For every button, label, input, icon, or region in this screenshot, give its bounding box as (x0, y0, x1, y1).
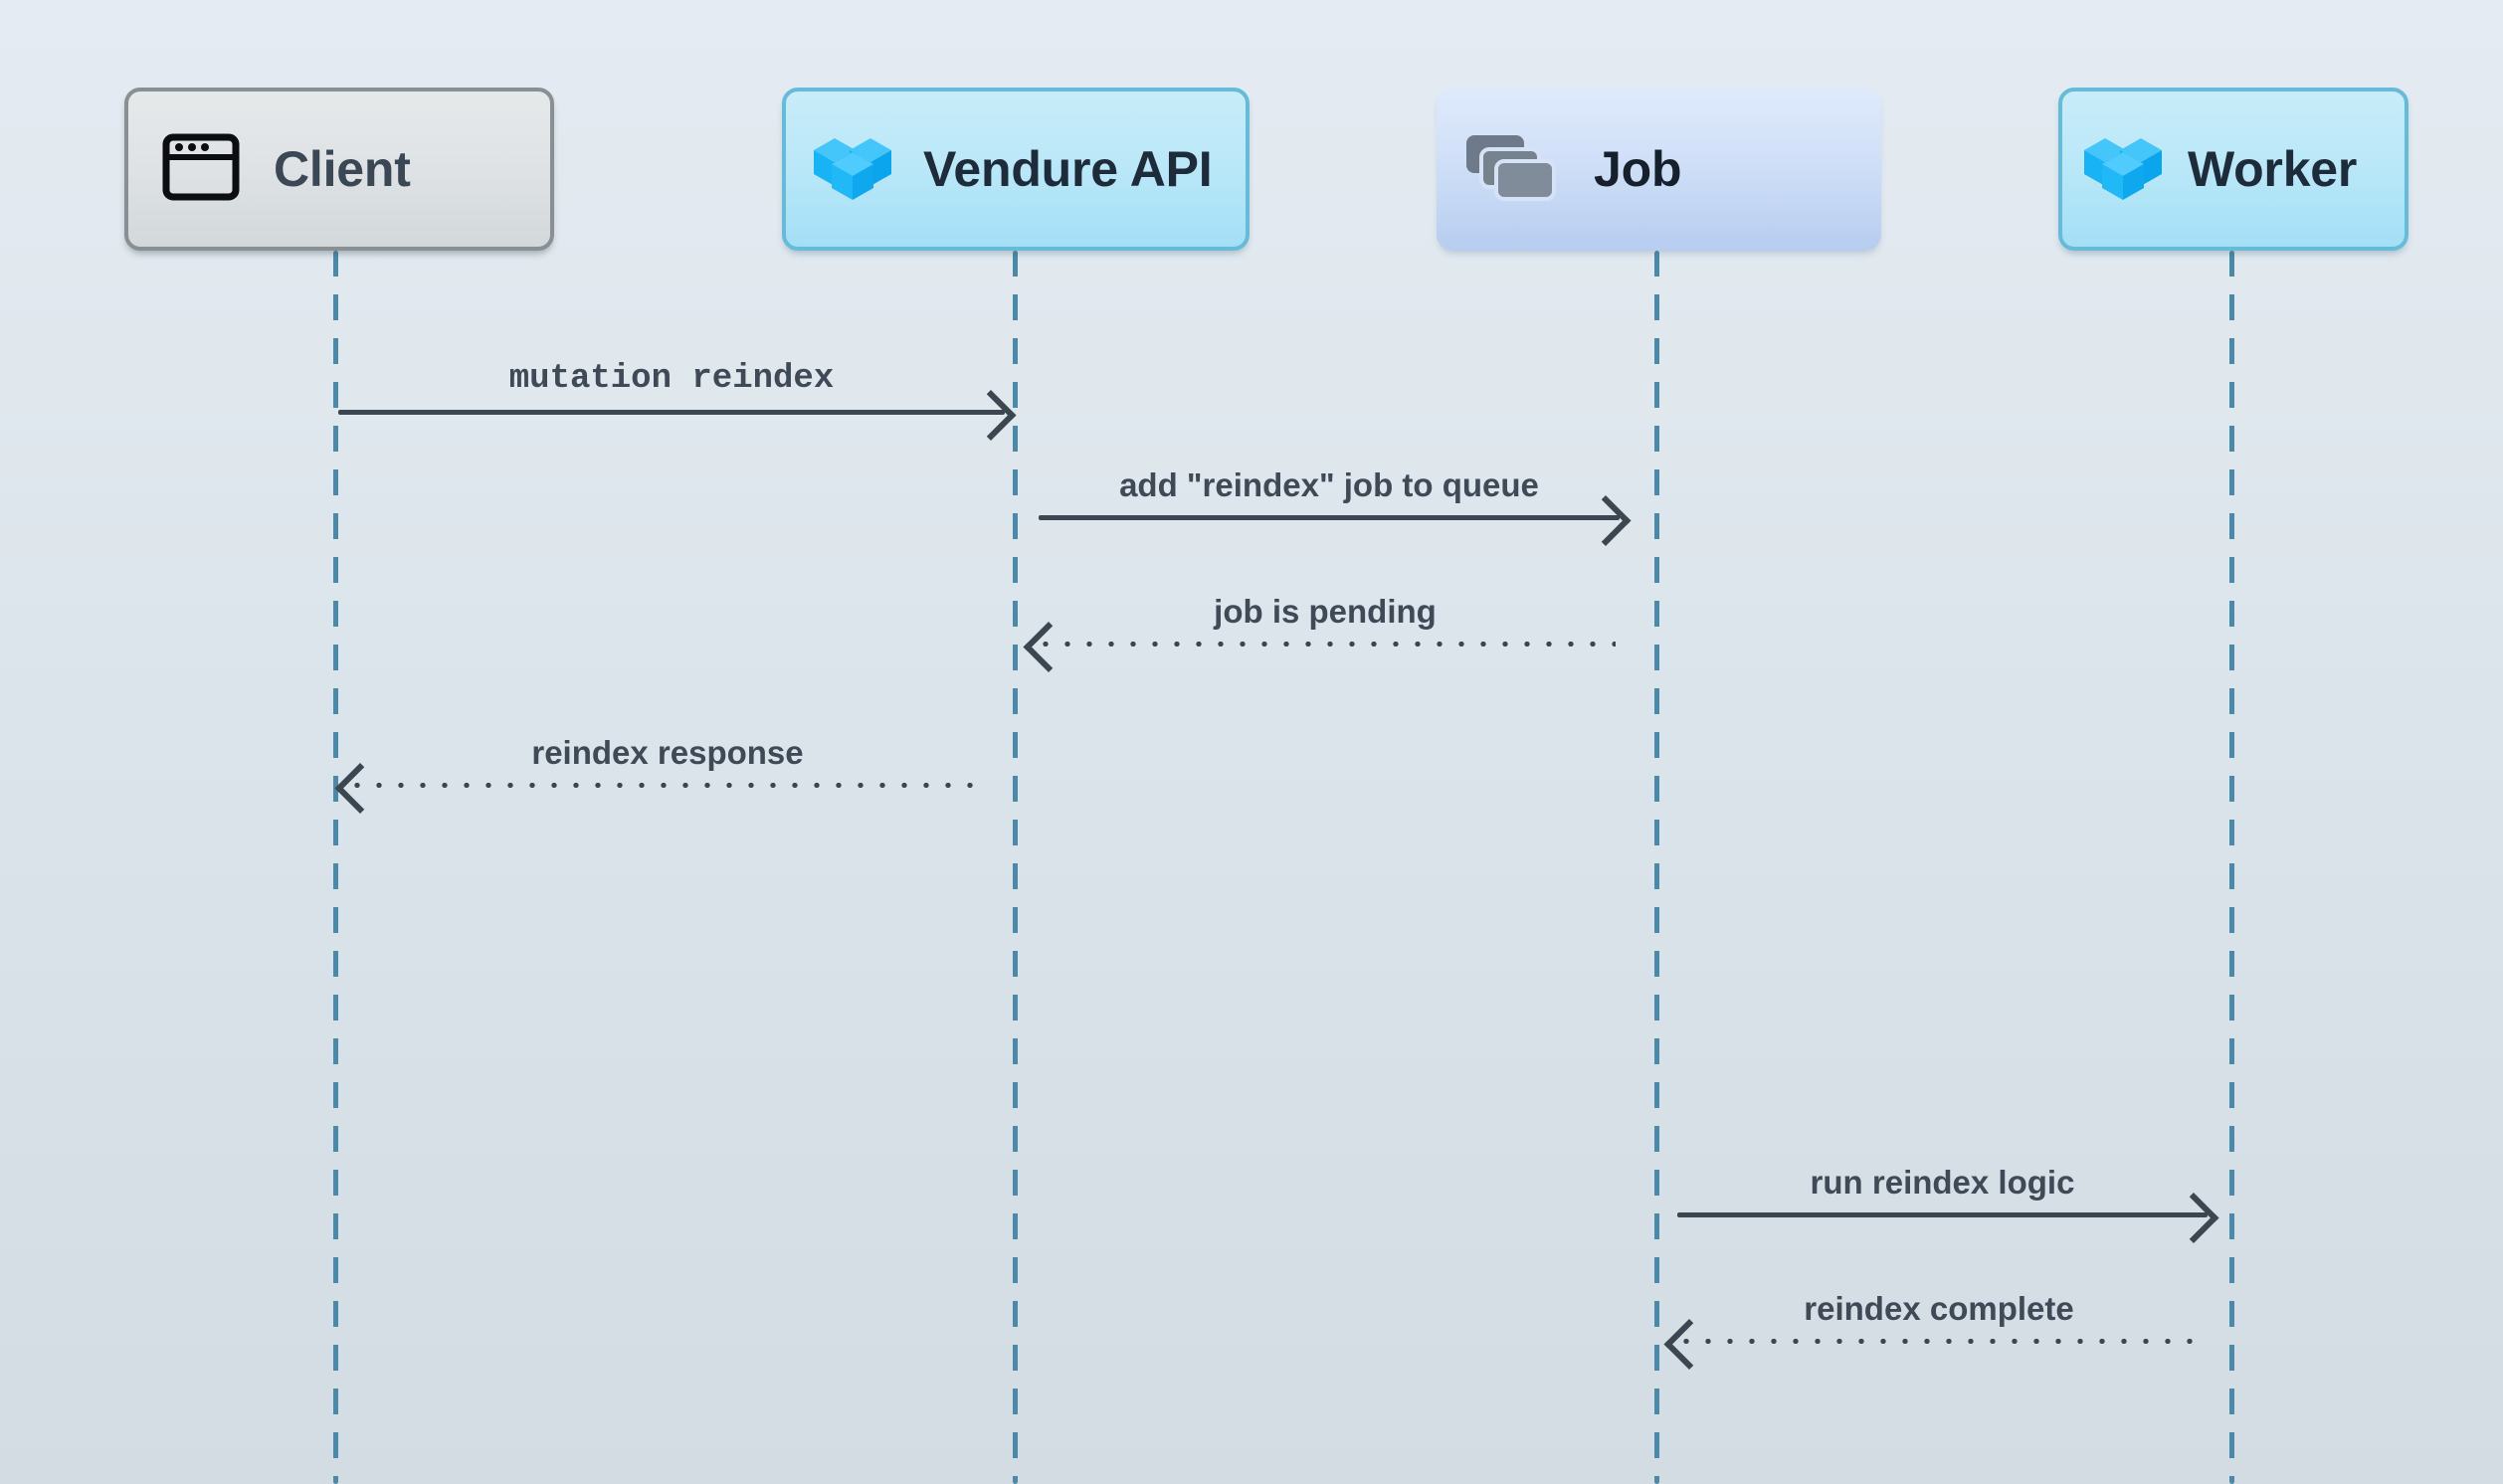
message-line-solid (1677, 1193, 2219, 1243)
browser-window-icon (162, 133, 240, 206)
stacked-cards-icon (1464, 131, 1556, 208)
vendure-cubes-logo-icon (2080, 130, 2166, 209)
participant-job[interactable]: Job (1437, 88, 1881, 251)
message-line-solid (1039, 495, 1632, 546)
participant-label-client: Client (274, 141, 411, 197)
arrowhead-left-icon (334, 763, 386, 814)
arrowhead-right-icon (2168, 1193, 2219, 1243)
participant-worker[interactable]: Worker (2058, 88, 2408, 251)
lifeline-vendure-api (1013, 251, 1018, 1484)
participant-client[interactable]: Client (124, 88, 554, 251)
arrowhead-left-icon (1663, 1319, 1715, 1370)
participant-label-worker: Worker (2188, 141, 2358, 197)
message-label-job-is-pending: job is pending (1214, 593, 1437, 630)
arrowhead-right-icon (965, 390, 1017, 441)
lifeline-worker (2229, 251, 2234, 1484)
message-label-reindex-complete: reindex complete (1804, 1290, 2074, 1327)
vendure-cubes-logo-icon (810, 130, 895, 209)
participant-vendure-api[interactable]: Vendure API (782, 88, 1250, 251)
message-line-dotted (1023, 622, 1616, 672)
message-line-dotted (334, 763, 989, 814)
message-line-solid (338, 390, 1017, 441)
message-label-run-reindex-logic: run reindex logic (1810, 1164, 2075, 1201)
arrowhead-right-icon (1580, 495, 1632, 546)
arrowhead-left-icon (1023, 622, 1074, 672)
lifeline-job (1654, 251, 1659, 1484)
participant-label-vendure-api: Vendure API (923, 141, 1213, 197)
message-line-dotted (1663, 1319, 2203, 1370)
message-label-add-reindex-job-to-queue: add "reindex" job to queue (1119, 466, 1539, 503)
message-label-reindex-response: reindex response (531, 734, 804, 771)
lifeline-client (333, 251, 338, 1484)
message-label-mutation-reindex: mutation reindex (508, 360, 835, 398)
participant-label-job: Job (1594, 141, 1682, 197)
